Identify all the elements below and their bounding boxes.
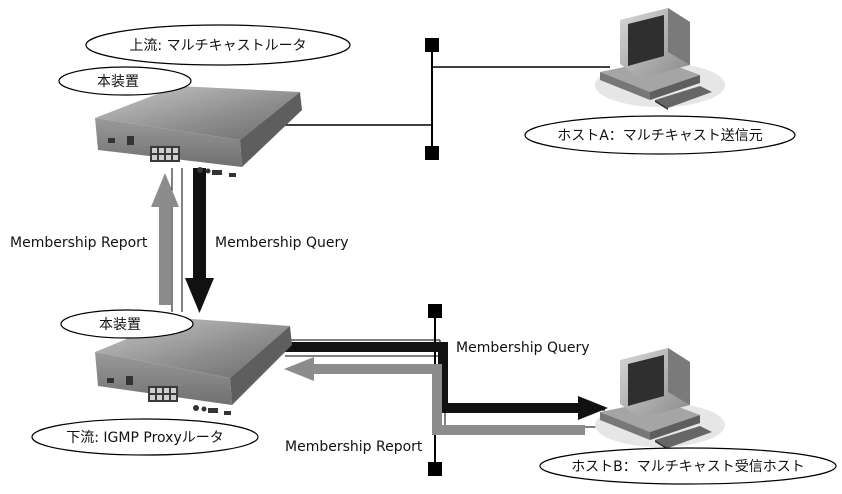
membership-report-arrow-left [284, 357, 585, 435]
membership-report-label-left: Membership Report [10, 235, 148, 251]
lan-terminator-icon [428, 462, 442, 476]
host-a-label: ホストA：マルチキャスト送信元 [557, 128, 763, 144]
host-b-bubble: ホストB：マルチキャスト受信ホスト [539, 447, 837, 485]
upstream-router-bubble: 上流: マルチキャストルータ [85, 24, 351, 66]
membership-report-arrow-up [151, 173, 179, 305]
downstream-router-label: 下流: IGMP Proxyルータ [66, 430, 223, 446]
membership-query-label-center: Membership Query [215, 235, 349, 251]
host-a-bubble: ホストA：マルチキャスト送信元 [524, 115, 796, 155]
host-b-label: ホストB：マルチキャスト受信ホスト [571, 459, 805, 475]
desktop-computer-icon [595, 348, 725, 450]
lan-terminator-icon [428, 304, 442, 318]
device-top-label: 本装置 [97, 74, 139, 90]
desktop-computer-icon [595, 8, 725, 110]
router-icon [95, 318, 292, 415]
membership-report-label-bottom: Membership Report [285, 439, 423, 455]
membership-query-arrow-right [285, 342, 608, 420]
device-top-bubble: 本装置 [58, 66, 192, 96]
membership-query-label-right: Membership Query [456, 340, 590, 356]
router-icon [95, 86, 302, 177]
device-bottom-bubble: 本装置 [60, 309, 194, 339]
lan-terminator-icon [425, 38, 439, 52]
lan-terminator-icon [425, 146, 439, 160]
membership-query-arrow-down [185, 168, 214, 313]
downstream-router-bubble: 下流: IGMP Proxyルータ [31, 418, 259, 456]
upstream-router-label: 上流: マルチキャストルータ [129, 38, 306, 54]
device-bottom-label: 本装置 [99, 317, 141, 333]
